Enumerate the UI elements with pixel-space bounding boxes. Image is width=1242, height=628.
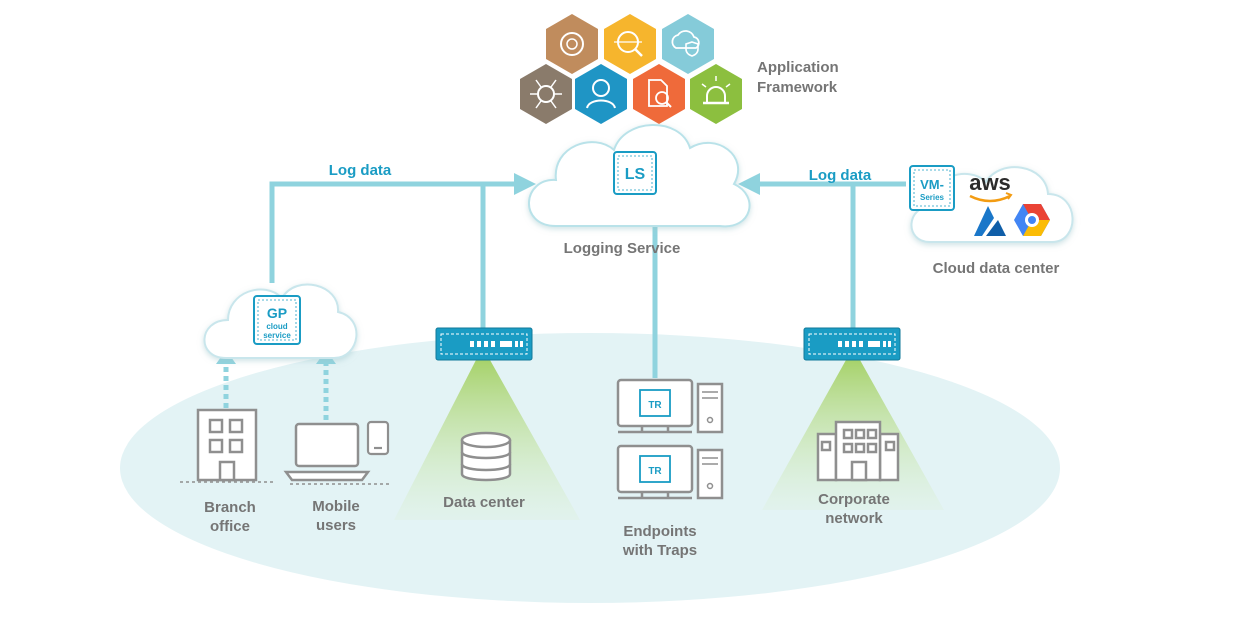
endpoint-pc-2 <box>616 444 724 500</box>
branch-label-2: office <box>210 518 250 535</box>
connectors <box>269 181 906 378</box>
framework-label-line2: Framework <box>757 79 838 96</box>
firewall-corporate <box>803 327 901 361</box>
database-icon <box>460 431 512 482</box>
laptop-icon <box>283 422 371 482</box>
gp-badge-sub2: service <box>263 331 291 340</box>
branch-label-1: Branch <box>204 499 256 516</box>
arrow-head-left <box>514 173 536 195</box>
phone-icon <box>366 420 390 456</box>
dashed-uplinks <box>223 362 329 420</box>
corporate-building-icon <box>816 420 900 482</box>
endpoints-label-2: with Traps <box>622 542 697 559</box>
aws-logo: aws <box>969 170 1011 195</box>
hex-cloud-shield-icon <box>662 14 714 74</box>
gp-badge-text: GP <box>267 305 287 321</box>
vm-badge-sub: Series <box>920 193 945 202</box>
traps-badge-1: TR <box>648 400 662 411</box>
gp-badge <box>253 295 301 345</box>
app-framework-hexagons <box>520 14 742 124</box>
google-cloud-logo-icon <box>1014 204 1050 236</box>
azure-logo-icon <box>974 206 1006 236</box>
hex-document-search-icon <box>633 64 685 124</box>
endpoint-pc-1 <box>616 378 724 434</box>
logging-service-label: Logging Service <box>564 240 681 257</box>
ls-badge-text: LS <box>625 166 646 183</box>
framework-label-line1: Application <box>757 59 839 76</box>
log-data-right-label: Log data <box>809 167 872 184</box>
gp-badge-sub1: cloud <box>266 322 287 331</box>
cloud-data-center-label: Cloud data center <box>933 260 1060 277</box>
hex-network-icon <box>520 64 572 124</box>
log-line-left <box>269 181 520 283</box>
vm-badge-text: VM- <box>920 177 944 192</box>
hex-analyst-icon <box>575 64 627 124</box>
vm-series-badge <box>909 165 955 211</box>
hex-cycle-icon <box>546 14 598 74</box>
aws-smile-icon <box>969 194 1011 203</box>
arrow-head-right <box>738 173 760 195</box>
log-data-left-label: Log data <box>329 162 392 179</box>
mobile-label-2: users <box>316 517 356 534</box>
endpoints-label-1: Endpoints <box>623 523 696 540</box>
mobile-label-1: Mobile <box>312 498 360 515</box>
branch-office-building-icon <box>196 408 258 482</box>
corporate-label-1: Corporate <box>818 491 890 508</box>
corporate-label-2: network <box>825 510 883 527</box>
traps-badge-2: TR <box>648 466 662 477</box>
datacenter-label: Data center <box>443 494 525 511</box>
hex-magnifier-icon <box>604 14 656 74</box>
firewall-datacenter <box>435 327 533 361</box>
ls-badge <box>613 151 657 195</box>
hex-alarm-icon <box>690 64 742 124</box>
